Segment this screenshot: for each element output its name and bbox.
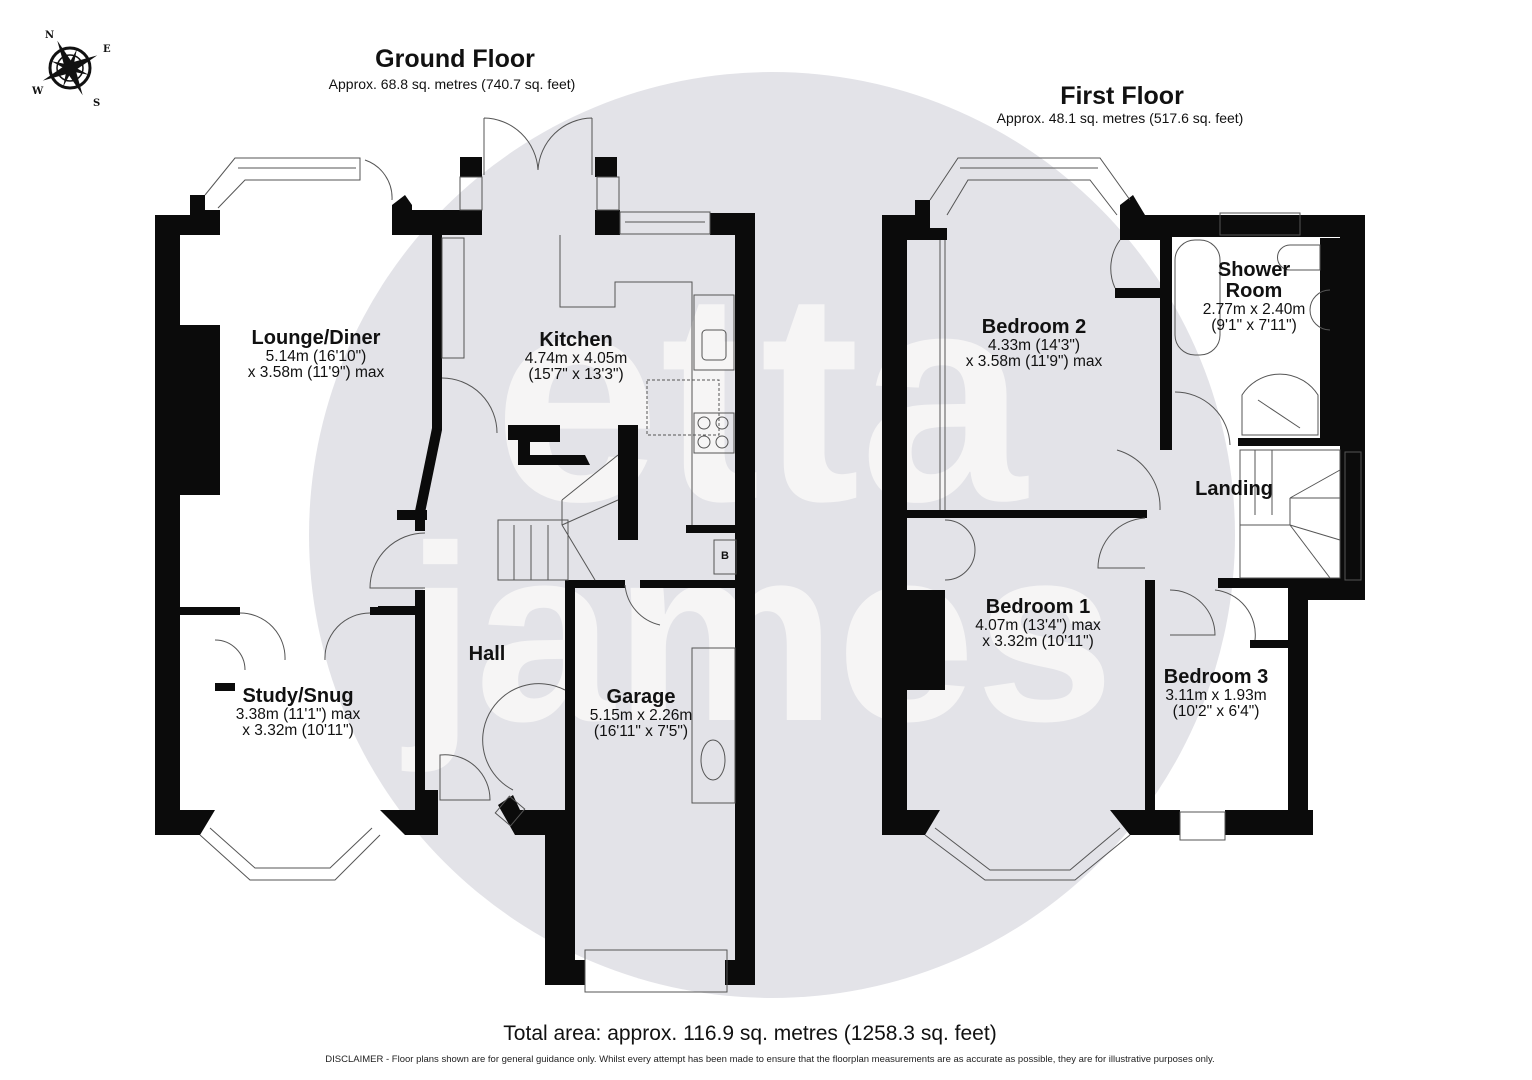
room-hall: Hall: [469, 644, 506, 665]
compass-east-label: E: [103, 44, 111, 55]
room-name: Garage: [606, 686, 676, 708]
room-shower-room: Shower Room 2.77m x 2.40m (9'1" x 7'11"): [1203, 260, 1306, 335]
room-dimension: x 3.32m (10'11"): [982, 633, 1094, 651]
room-dimension: 3.38m (11'1") max: [235, 706, 361, 723]
room-kitchen: Kitchen 4.74m x 4.05m (15'7" x 13'3"): [525, 330, 628, 384]
compass-north-label: N: [45, 30, 55, 41]
first-floor-plan: [882, 195, 1365, 835]
room-name: Bedroom 2: [981, 316, 1087, 338]
room-name: Room: [1225, 280, 1283, 302]
boiler-label: B: [721, 550, 729, 562]
room-dimension: (10'2" x 6'4"): [1172, 703, 1260, 721]
room-name: Kitchen: [539, 329, 613, 351]
room-dimension: 4.74m x 4.05m: [524, 350, 628, 367]
compass-icon: [42, 40, 98, 96]
room-name: Study/Snug: [242, 685, 354, 707]
room-bedroom-1: Bedroom 1 4.07m (13'4") max x 3.32m (10'…: [975, 597, 1101, 651]
room-dimension: x 3.32m (10'11"): [242, 722, 354, 740]
compass-south-label: S: [93, 98, 101, 109]
ground-floor-plan: [155, 157, 755, 985]
room-garage: Garage 5.15m x 2.26m (16'11" x 7'5"): [590, 687, 693, 741]
room-dimension: 5.14m (16'10"): [265, 348, 367, 365]
room-landing: Landing: [1195, 479, 1273, 500]
room-bedroom-2: Bedroom 2 4.33m (14'3") x 3.58m (11'9") …: [966, 317, 1103, 371]
room-dimension: 4.07m (13'4") max: [975, 617, 1101, 634]
first-floor-title: First Floor: [1060, 82, 1184, 110]
ground-floor-title: Ground Floor: [375, 45, 535, 73]
watermark-etta: etta: [493, 228, 1028, 564]
compass-west-label: W: [32, 86, 44, 97]
room-dimension: (15'7" x 13'3"): [528, 366, 624, 384]
room-name: Landing: [1195, 478, 1273, 500]
ground-floor-area: Approx. 68.8 sq. metres (740.7 sq. feet): [328, 76, 576, 92]
ground-floor-fixtures: [199, 117, 737, 993]
room-dimension: x 3.58m (11'9") max: [247, 364, 385, 382]
room-dimension: (16'11" x 7'5"): [593, 723, 689, 741]
room-dimension: (9'1" x 7'11"): [1211, 317, 1297, 335]
disclaimer: DISCLAIMER - Floor plans shown are for g…: [325, 1054, 1215, 1065]
room-dimension: 5.15m x 2.26m: [589, 707, 693, 724]
watermark-james: james: [402, 494, 1115, 773]
room-name: Hall: [468, 643, 506, 665]
room-name: Bedroom 1: [985, 596, 1091, 618]
room-study-snug: Study/Snug 3.38m (11'1") max x 3.32m (10…: [236, 686, 360, 740]
room-bedroom-3: Bedroom 3 3.11m x 1.93m (10'2" x 6'4"): [1164, 667, 1268, 721]
first-floor-fixtures: [924, 157, 1362, 881]
room-dimension: 3.11m x 1.93m: [1165, 687, 1267, 704]
room-lounge-diner: Lounge/Diner 5.14m (16'10") x 3.58m (11'…: [248, 328, 385, 382]
watermark: etta james: [309, 72, 1235, 998]
room-name: Bedroom 3: [1163, 666, 1269, 688]
room-name: Lounge/Diner: [251, 327, 381, 349]
room-dimension: x 3.58m (11'9") max: [965, 353, 1103, 371]
first-floor-area: Approx. 48.1 sq. metres (517.6 sq. feet): [996, 110, 1244, 126]
room-dimension: 4.33m (14'3"): [987, 337, 1081, 354]
room-dimension: 2.77m x 2.40m: [1202, 301, 1306, 318]
room-name: Shower: [1217, 259, 1291, 281]
total-area: Total area: approx. 116.9 sq. metres (12…: [503, 1022, 997, 1045]
